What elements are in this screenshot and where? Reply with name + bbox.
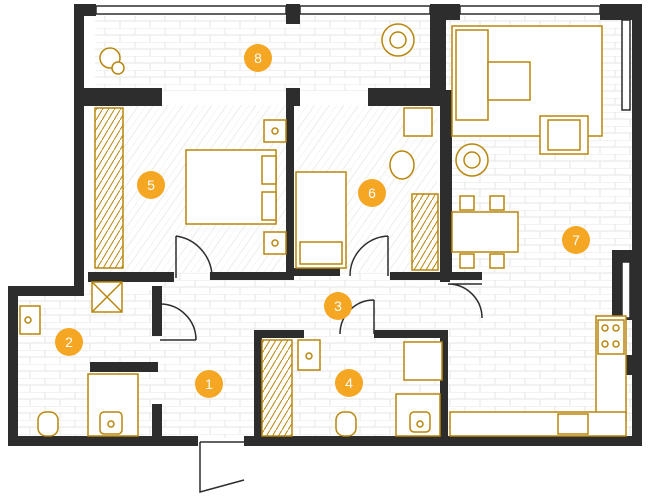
room-label: 8 (254, 50, 262, 66)
fridge-icon (403, 341, 443, 381)
armchair-icon (539, 115, 589, 155)
room-marker-6[interactable]: 6 (358, 179, 386, 207)
room-marker-3[interactable]: 3 (324, 292, 352, 320)
stove-icon (597, 319, 625, 355)
room-label: 3 (334, 298, 342, 314)
windows (95, 5, 631, 319)
room-marker-8[interactable]: 8 (244, 44, 272, 72)
room-marker-1[interactable]: 1 (195, 370, 223, 398)
room-label: 6 (368, 185, 376, 201)
room-marker-7[interactable]: 7 (562, 226, 590, 254)
wardrobe-icon (411, 193, 439, 271)
dining-table-icon (451, 195, 519, 269)
door-bedroom[interactable] (175, 235, 213, 279)
sofa-icon (451, 25, 603, 137)
door-bathroom-2[interactable] (159, 303, 197, 341)
room-label: 5 (147, 177, 155, 193)
room-label: 1 (205, 376, 213, 392)
single-bed-icon (295, 107, 433, 269)
door-kitchen[interactable] (447, 283, 483, 319)
walls (8, 4, 642, 446)
room-marker-5[interactable]: 5 (137, 171, 165, 199)
furniture (19, 23, 627, 437)
room-marker-2[interactable]: 2 (55, 328, 83, 356)
room-markers: 1 2 3 4 5 6 7 8 (55, 44, 590, 398)
plant-icon (455, 143, 489, 177)
sink-icon (297, 339, 321, 371)
toilet-icon (37, 411, 59, 437)
sink-icon (557, 413, 589, 435)
shower-icon (395, 393, 441, 437)
room-label: 4 (345, 375, 353, 391)
washer-icon (91, 281, 123, 313)
shower-icon (87, 373, 139, 437)
plant-icon (381, 23, 415, 57)
plant-icon (99, 47, 125, 75)
wardrobe-icon (94, 107, 124, 269)
door-kids-room[interactable] (349, 235, 389, 277)
room-label: 7 (572, 232, 580, 248)
toilet-icon (335, 411, 357, 437)
sink-icon (19, 305, 41, 335)
room-label: 2 (65, 334, 73, 350)
room-marker-4[interactable]: 4 (335, 369, 363, 397)
hall-floor (160, 273, 445, 333)
wardrobe-icon (261, 339, 293, 437)
entrance-door[interactable] (199, 441, 245, 493)
bed-icon (185, 119, 287, 255)
